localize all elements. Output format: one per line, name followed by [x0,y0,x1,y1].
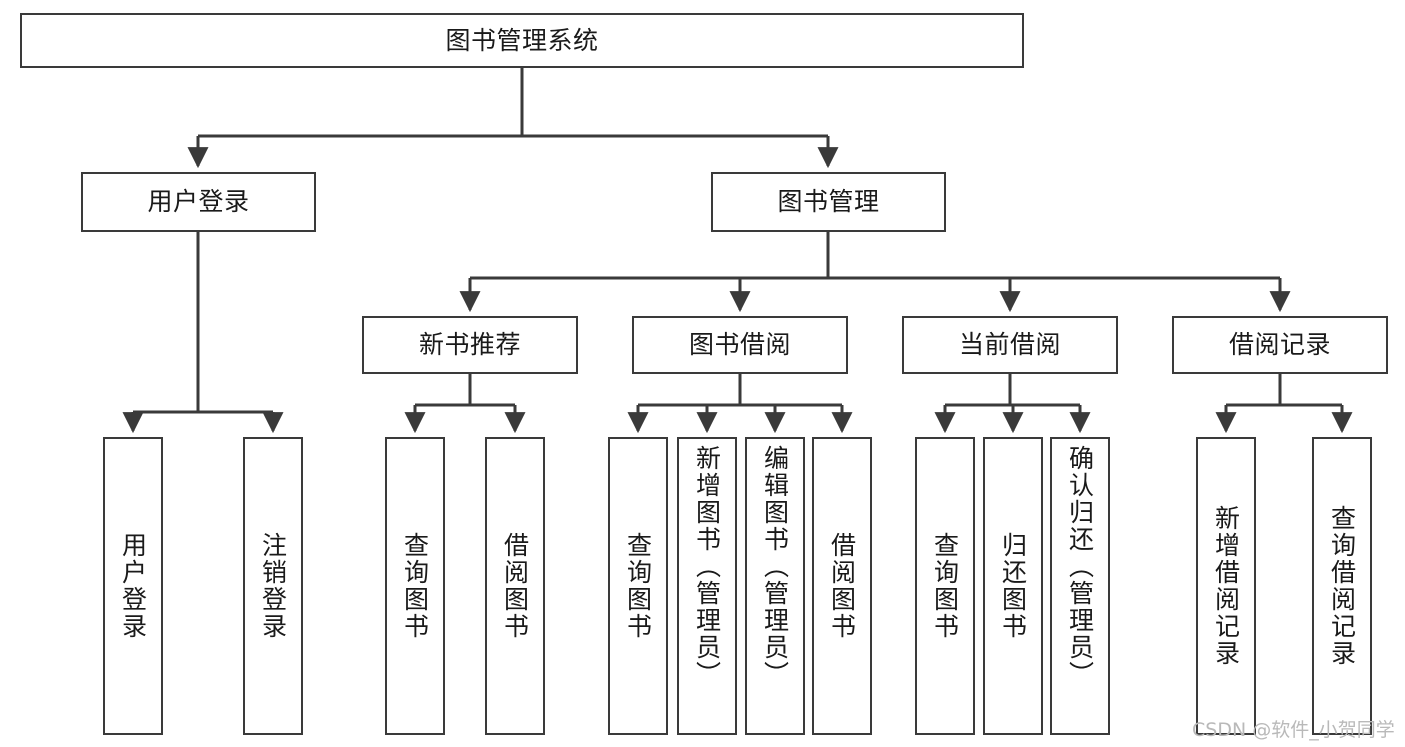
node-borrow-record[interactable]: 借阅记录 [1172,316,1388,374]
node-leaf-borrow-book-2[interactable]: 借阅图书 [812,437,872,735]
node-leaf-query-book-1[interactable]: 查询图书 [385,437,445,735]
node-leaf-query-book-2-label: 查询图书 [623,532,653,640]
node-borrow-record-label: 借阅记录 [1228,330,1331,360]
csdn-watermark: CSDN @软件_小贺同学 [1192,719,1395,741]
node-leaf-user-login-label: 用户登录 [118,532,148,640]
node-root-label: 图书管理系统 [445,25,599,55]
node-leaf-confirm-return-admin[interactable]: 确认归还（管理员） [1050,437,1110,735]
node-leaf-borrow-book-1[interactable]: 借阅图书 [485,437,545,735]
node-current-borrow[interactable]: 当前借阅 [902,316,1118,374]
node-root[interactable]: 图书管理系统 [20,13,1024,68]
node-leaf-confirm-return-admin-label: 确认归还（管理员） [1065,445,1095,688]
node-leaf-add-book-admin-label: 新增图书（管理员） [692,445,722,688]
node-leaf-add-book-admin[interactable]: 新增图书（管理员） [677,437,737,735]
node-leaf-user-login[interactable]: 用户登录 [103,437,163,735]
node-book-management-label: 图书管理 [777,187,880,217]
node-leaf-add-borrow-record-label: 新增借阅记录 [1211,505,1241,667]
node-new-book-recommend[interactable]: 新书推荐 [362,316,578,374]
node-book-borrow[interactable]: 图书借阅 [632,316,848,374]
node-book-management[interactable]: 图书管理 [711,172,946,232]
node-leaf-return-book-label: 归还图书 [998,532,1028,640]
node-leaf-return-book[interactable]: 归还图书 [983,437,1043,735]
node-leaf-query-book-3-label: 查询图书 [930,532,960,640]
node-leaf-query-borrow-record-label: 查询借阅记录 [1327,505,1357,667]
node-leaf-query-book-3[interactable]: 查询图书 [915,437,975,735]
node-leaf-add-borrow-record[interactable]: 新增借阅记录 [1196,437,1256,735]
node-new-book-recommend-label: 新书推荐 [418,330,521,360]
node-leaf-query-book-2[interactable]: 查询图书 [608,437,668,735]
node-current-borrow-label: 当前借阅 [958,330,1061,360]
node-leaf-borrow-book-2-label: 借阅图书 [827,532,857,640]
node-leaf-query-book-1-label: 查询图书 [400,532,430,640]
node-user-login[interactable]: 用户登录 [81,172,316,232]
node-leaf-logout-login[interactable]: 注销登录 [243,437,303,735]
node-leaf-borrow-book-1-label: 借阅图书 [500,532,530,640]
node-leaf-edit-book-admin-label: 编辑图书（管理员） [760,445,790,688]
node-leaf-query-borrow-record[interactable]: 查询借阅记录 [1312,437,1372,735]
node-user-login-label: 用户登录 [147,187,250,217]
node-leaf-edit-book-admin[interactable]: 编辑图书（管理员） [745,437,805,735]
node-book-borrow-label: 图书借阅 [688,330,791,360]
node-leaf-logout-login-label: 注销登录 [258,532,288,640]
